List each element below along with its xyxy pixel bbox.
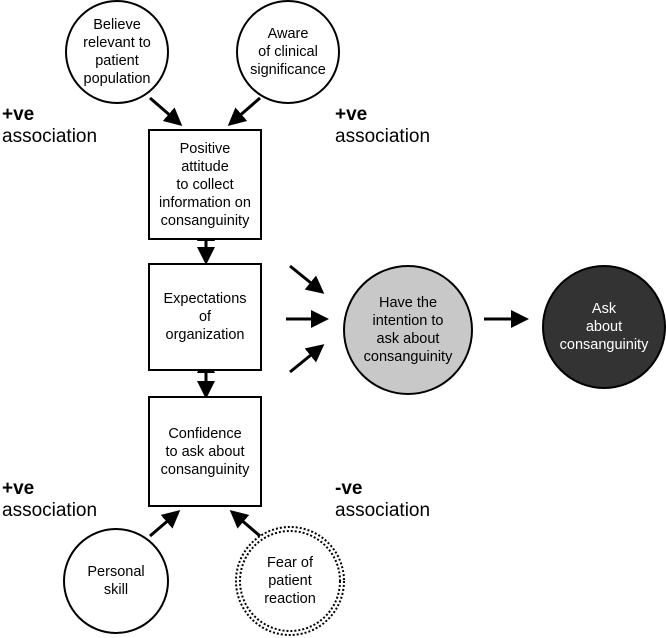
- label-top-left: +ve association: [2, 104, 97, 148]
- node-positive-attitude-text: Positive attitude to collect information…: [159, 140, 251, 229]
- label-top-left-text: association: [2, 126, 98, 147]
- node-aware-significance-text: Aware of clinical significance: [250, 26, 326, 78]
- node-confidence: Confidence to ask about consanguinity: [148, 396, 262, 507]
- node-expectations-organization-text: Expectations of organization: [163, 291, 247, 343]
- arrow-believe-to-attitude: [149, 96, 183, 126]
- fear-ring-outer: [235, 526, 345, 636]
- label-top-right-text: association: [335, 126, 431, 147]
- label-bottom-left: +ve association: [2, 478, 97, 522]
- node-believe-relevant-text: Believe relevant to patient population: [83, 17, 151, 87]
- label-top-right: +ve association: [335, 104, 430, 148]
- node-aware-significance: Aware of clinical significance: [236, 0, 340, 104]
- node-ask-consanguinity-text: Ask about consanguinity: [559, 301, 649, 353]
- label-top-right-sign: +ve: [335, 104, 368, 125]
- node-believe-relevant: Believe relevant to patient population: [65, 0, 169, 104]
- node-fear-patient-reaction: Fear of patient reaction: [238, 529, 342, 633]
- node-expectations-organization: Expectations of organization: [148, 263, 262, 371]
- node-have-intention-text: Have the intention to ask about consangu…: [363, 295, 453, 365]
- node-fear-patient-reaction-text: Fear of patient reaction: [264, 555, 316, 607]
- arrow-attitude-to-intention: [289, 264, 325, 294]
- label-top-left-sign: +ve: [2, 104, 35, 125]
- node-positive-attitude: Positive attitude to collect information…: [148, 129, 262, 240]
- node-have-intention: Have the intention to ask about consangu…: [343, 265, 473, 395]
- arrow-aware-to-attitude: [227, 96, 261, 126]
- node-confidence-text: Confidence to ask about consanguinity: [160, 425, 250, 478]
- arrow-confidence-to-intention: [289, 344, 325, 374]
- arrow-fear-to-confidence: [229, 510, 261, 538]
- label-bottom-left-sign: +ve: [2, 478, 35, 499]
- label-bottom-right-text: association: [335, 500, 431, 521]
- label-bottom-left-text: association: [2, 500, 98, 521]
- label-bottom-right-sign: -ve: [335, 478, 363, 499]
- node-personal-skill: Personal skill: [63, 528, 169, 634]
- node-personal-skill-text: Personal skill: [87, 564, 145, 598]
- arrow-skill-to-confidence: [149, 510, 181, 538]
- node-ask-consanguinity: Ask about consanguinity: [542, 265, 666, 389]
- label-bottom-right: -ve association: [335, 478, 430, 522]
